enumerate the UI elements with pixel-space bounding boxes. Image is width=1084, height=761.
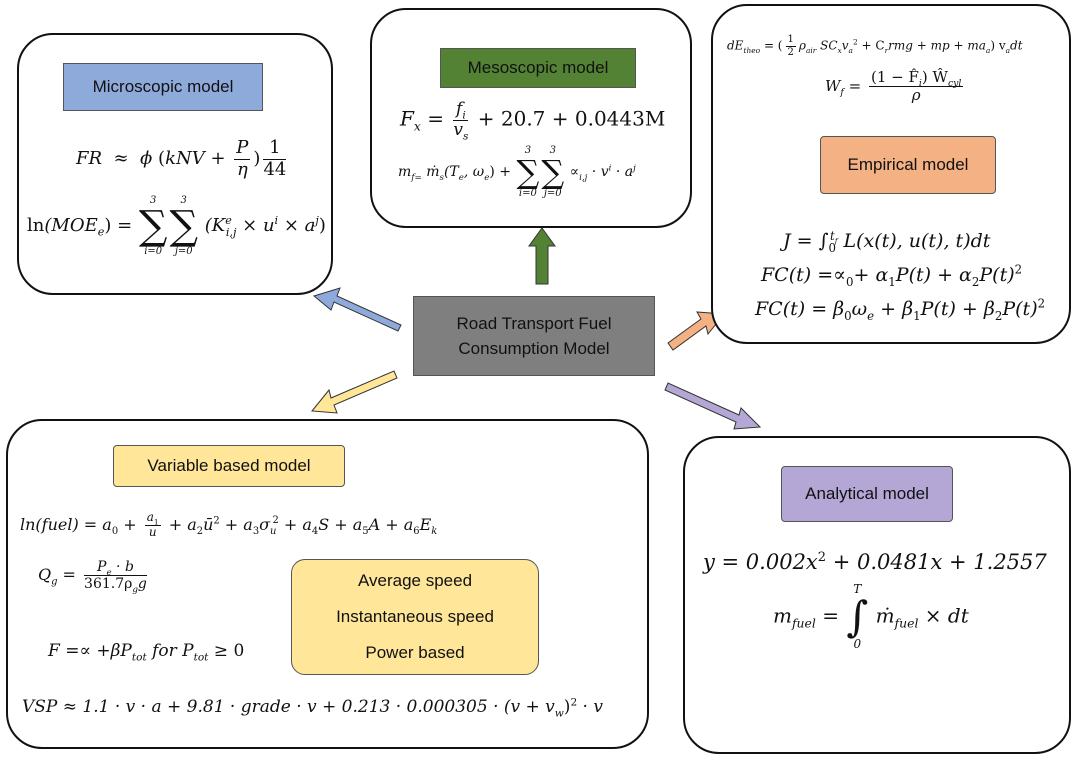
analytical-model-label: Analytical model xyxy=(781,466,953,522)
mesoscopic-model-label: Mesoscopic model xyxy=(440,48,636,88)
microscopic-model-label: Microscopic model xyxy=(63,63,263,111)
analytical-equation-mfuel: mfuel = T∫0 ṁfuel × dt xyxy=(773,582,969,651)
variable-model-types-box: Average speed Instantaneous speed Power … xyxy=(291,559,539,675)
arrow-to-microscopic xyxy=(312,287,402,332)
analytical-model-box: Analytical model y = 0.002x2 + 0.0481x +… xyxy=(683,436,1071,754)
central-topic-line1: Road Transport Fuel xyxy=(456,314,612,333)
arrow-to-mesoscopic xyxy=(528,227,556,285)
type-average-speed: Average speed xyxy=(357,571,473,590)
empirical-equation-fc2: FC(t) = β0ωe + β1P(t) + β2P(t)2 xyxy=(755,296,1046,323)
empirical-equation-j: J = ∫0tf L(x(t), u(t), t)dt xyxy=(783,228,991,255)
variable-based-model-label: Variable based model xyxy=(113,445,345,487)
empirical-model-label: Empirical model xyxy=(820,136,996,194)
type-power-based: Power based xyxy=(365,643,465,662)
type-instantaneous-speed: Instantaneous speed xyxy=(336,607,494,626)
analytical-equation-y: y = 0.002x2 + 0.0481x + 1.2557 xyxy=(703,550,1047,574)
central-topic-box: Road Transport Fuel Consumption Model xyxy=(413,296,655,376)
central-topic-line2: Consumption Model xyxy=(458,339,610,358)
arrow-to-empirical xyxy=(667,311,725,351)
arrow-to-analytical xyxy=(664,382,762,430)
empirical-equation-fc1: FC(t) =∝0+ α1P(t) + α2P(t)2 xyxy=(761,262,1023,289)
arrow-to-variable xyxy=(311,370,398,414)
variable-equation-vsp: VSP ≈ 1.1 · v · a + 9.81 · grade · v + 0… xyxy=(22,696,603,720)
variable-equation-f: F =∝ +βPtot for Ptot ≥ 0 xyxy=(48,641,245,664)
